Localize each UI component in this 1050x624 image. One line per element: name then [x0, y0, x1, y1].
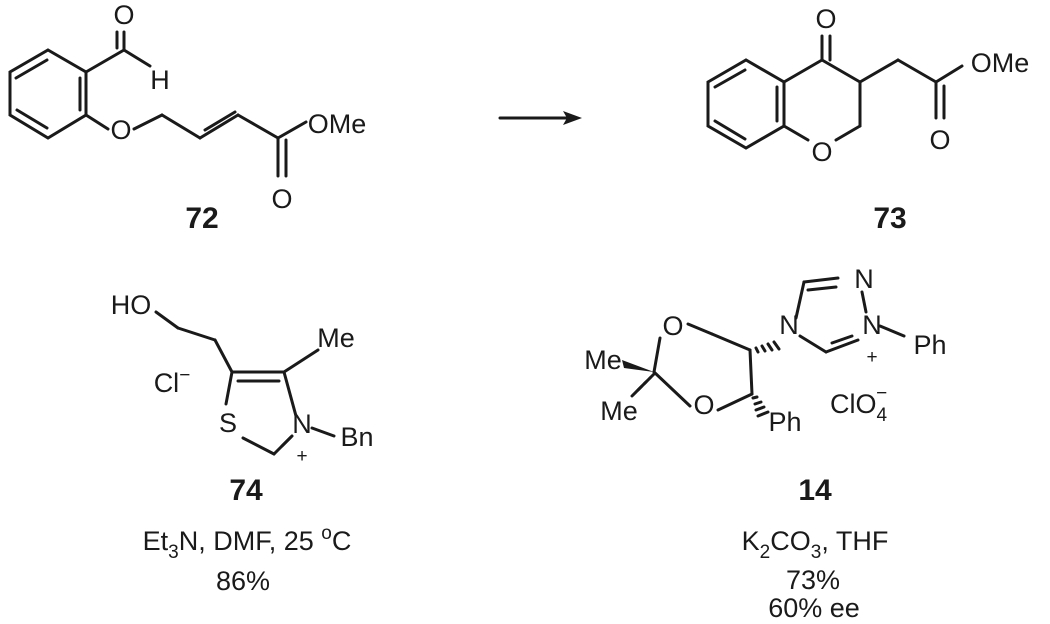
compound-label-73: 73	[873, 202, 906, 235]
yield-14: 73%	[786, 565, 840, 595]
ether-oxygen: O	[110, 115, 131, 145]
ester-carbonyl-oxygen: O	[929, 125, 950, 155]
methyl-group: Me	[317, 323, 355, 353]
dioxane-oxygen-top: O	[662, 311, 683, 341]
yield-74: 86%	[216, 566, 270, 596]
catalyst-14-bonds	[622, 276, 906, 418]
thiazole-sulfur: S	[219, 408, 237, 438]
methyl-top: Me	[584, 345, 622, 375]
dioxane-oxygen-bottom: O	[693, 390, 714, 420]
catalyst-14: N N N + Ph O O Me Me Ph ClO4− 14 K2CO3, …	[584, 264, 946, 623]
ring-oxygen: O	[811, 137, 832, 167]
aldehyde-hydrogen: H	[150, 65, 170, 95]
ketone-oxygen: O	[815, 4, 836, 34]
compound-72: O H O OMe O 72	[8, 0, 367, 235]
hydroxyl-group: HO	[111, 290, 152, 320]
n-phenyl-group: Ph	[913, 330, 946, 360]
benzyl-group: Bn	[340, 422, 373, 452]
enantiomeric-excess-14: 60% ee	[768, 593, 860, 623]
triazolium-nitrogen: N	[862, 310, 882, 340]
compound-label-14: 14	[798, 474, 832, 507]
compound-label-74: 74	[229, 474, 263, 507]
ester-methoxy: OMe	[308, 109, 367, 139]
compound-73-bonds	[706, 34, 964, 150]
compound-72-bonds	[8, 30, 308, 178]
reaction-conditions-74: Et3N, DMF, 25 oC	[143, 523, 352, 563]
thiazolium-nitrogen: N	[292, 409, 312, 439]
perchlorate-counterion: ClO4−	[830, 383, 888, 426]
methyl-bottom: Me	[600, 396, 638, 426]
compound-73: O O OMe O 73	[706, 4, 1030, 235]
thiazolium-charge: +	[296, 446, 307, 467]
hashed-bond-n	[754, 340, 781, 354]
triazole-nitrogen-left: N	[779, 310, 799, 340]
carbonyl-oxygen: O	[113, 0, 134, 30]
c-phenyl-group: Ph	[768, 407, 801, 437]
triazole-nitrogen-top: N	[854, 264, 874, 294]
reaction-conditions-14: K2CO3, THF	[742, 526, 889, 563]
ester-methoxy: OMe	[971, 48, 1030, 78]
hashed-bond-ph	[751, 395, 770, 418]
ester-carbonyl-oxygen: O	[271, 184, 292, 214]
reaction-arrow	[498, 111, 582, 125]
triazolium-charge: +	[866, 347, 877, 368]
chloride-counterion: Cl−	[154, 365, 191, 398]
catalyst-74: HO Me Cl− S N + Bn 74 Et3N, DMF, 25 oC 8…	[111, 290, 374, 596]
catalyst-74-bonds	[154, 310, 336, 456]
hashed-bond	[630, 372, 656, 398]
compound-label-72: 72	[185, 202, 218, 235]
